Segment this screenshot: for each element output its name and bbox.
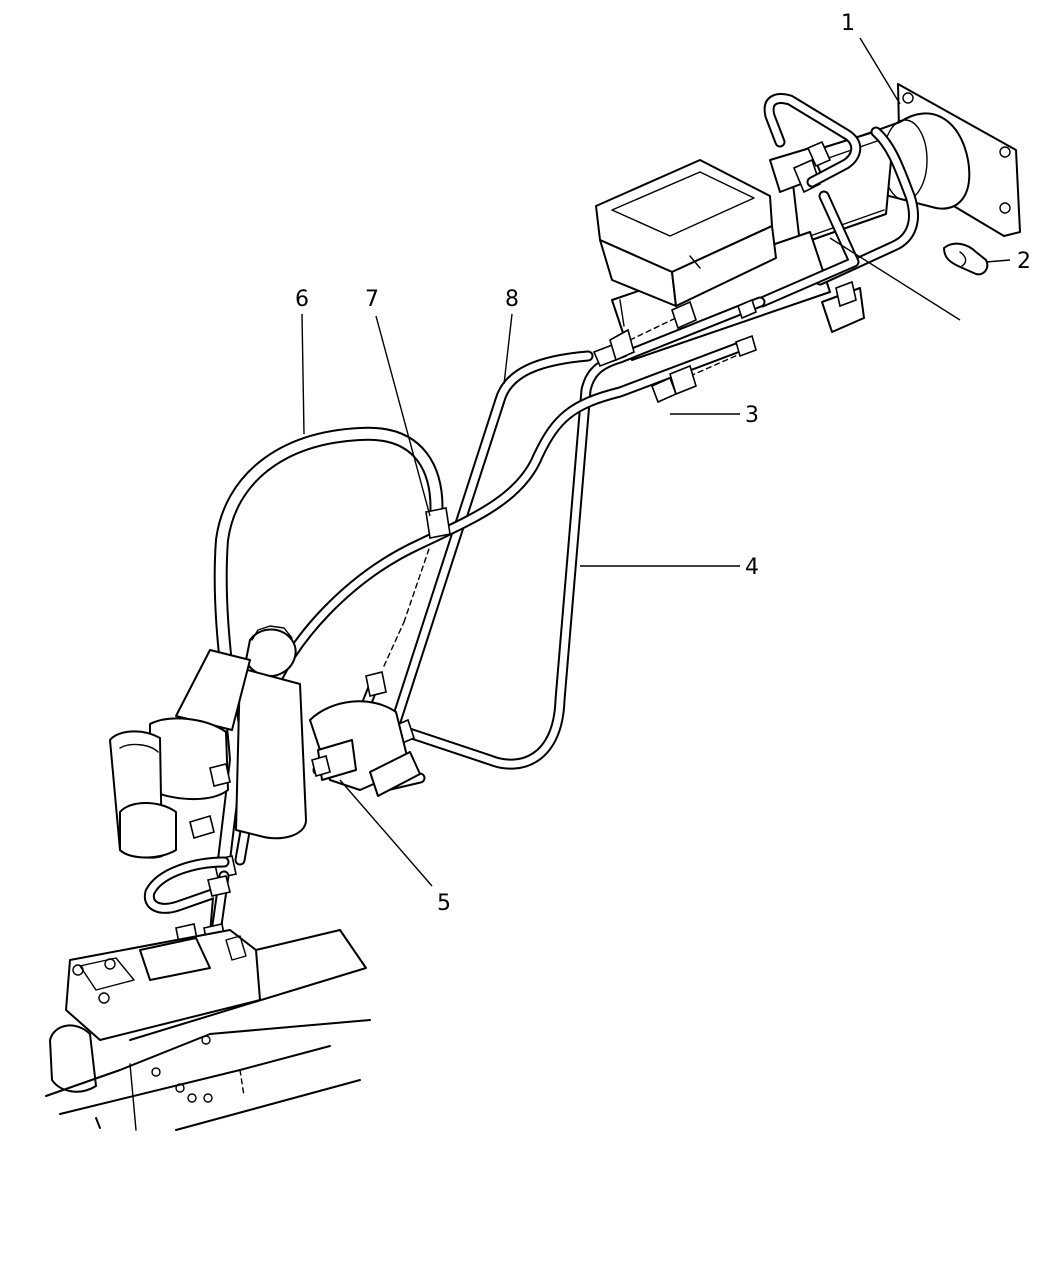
callout-1: 1 <box>841 11 855 36</box>
master-cylinder <box>595 140 832 361</box>
brake-booster <box>789 83 1021 245</box>
callout-5: 5 <box>437 891 451 916</box>
tube-bracket <box>821 280 865 333</box>
callout-3: 3 <box>745 403 759 428</box>
callout-6: 6 <box>295 287 309 312</box>
callout-8: 8 <box>505 287 519 312</box>
callout-2: 2 <box>1017 249 1031 274</box>
upper-brake-tubes <box>756 93 919 308</box>
callout-7: 7 <box>365 287 379 312</box>
callout-4: 4 <box>745 555 759 580</box>
front-axle <box>45 929 371 1131</box>
brake-tube-clip <box>943 242 989 276</box>
lower-tube-loop <box>143 856 231 949</box>
callout-labels: 1 2 3 4 5 6 7 8 <box>295 11 1031 916</box>
leader-lines <box>301 37 1011 887</box>
tube-fittings <box>393 298 757 746</box>
left-components <box>109 625 421 859</box>
